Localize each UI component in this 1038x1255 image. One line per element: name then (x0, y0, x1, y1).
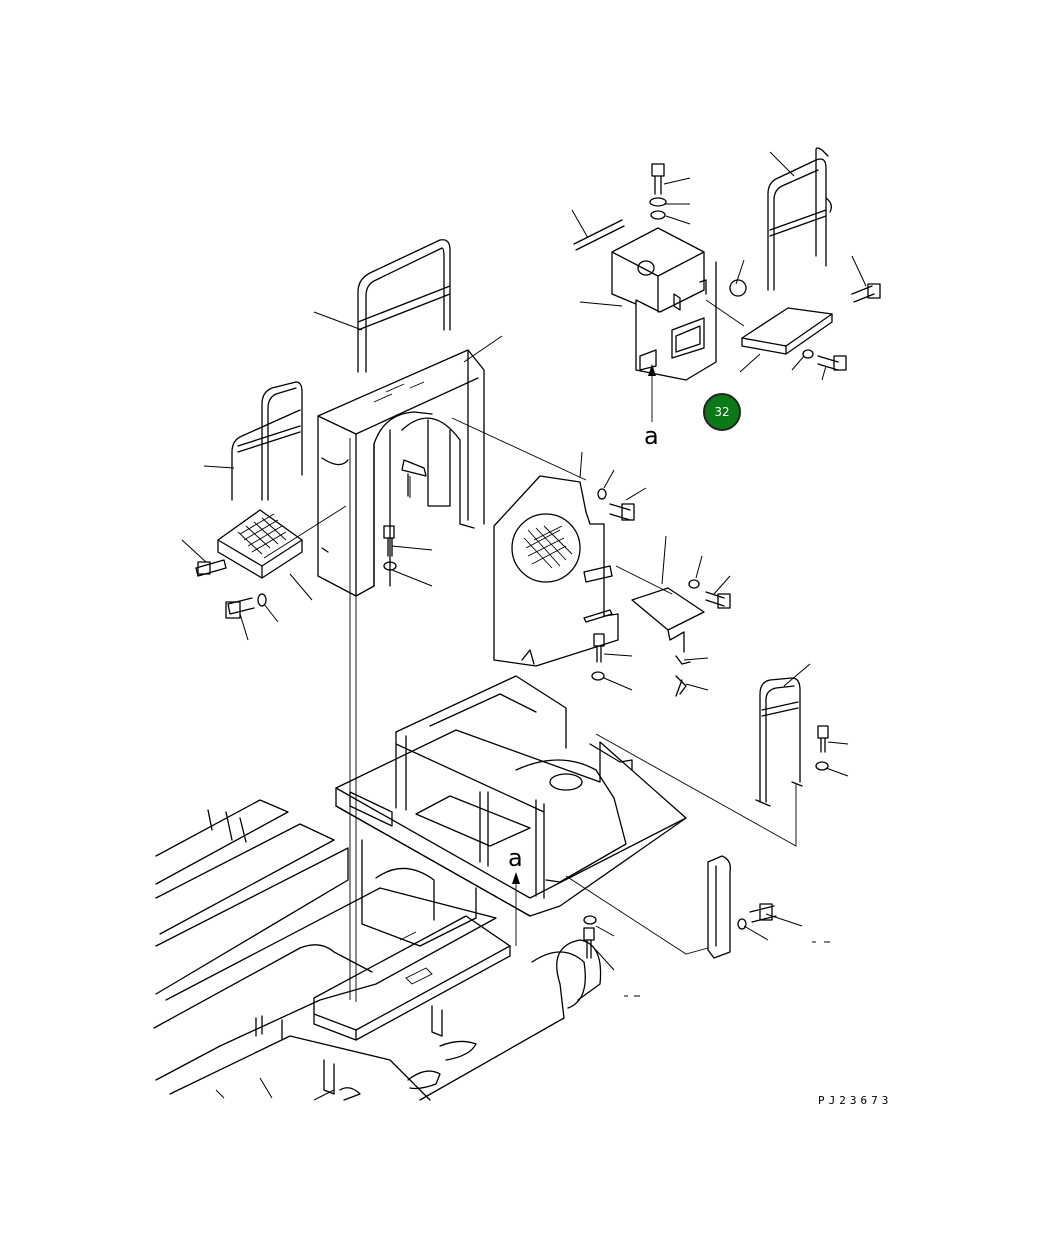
bolt-stack-top (649, 163, 667, 220)
bolts-left (195, 559, 267, 619)
bolts-frame (583, 915, 597, 959)
tall-handrail (357, 239, 451, 373)
main-frame (335, 675, 687, 917)
assembly-guide-lines (263, 299, 797, 1002)
small-handrail-left (231, 381, 303, 501)
cover-box-top (573, 219, 747, 381)
drawing-code: PJ23673 (818, 1094, 893, 1107)
view-arrows (512, 364, 656, 884)
bracket-right (707, 855, 777, 959)
step-plate-mid (591, 579, 731, 697)
handrail-top-right (767, 147, 832, 291)
small-handrail-right (755, 677, 829, 807)
fan-guard-panel (493, 475, 619, 667)
step-plate-top-right (741, 283, 881, 371)
base-deck (153, 799, 602, 1101)
step-plate-left (217, 509, 303, 579)
bolts-center (383, 525, 397, 571)
center-frame-panel (317, 349, 485, 597)
view-label-a-bottom: a (508, 844, 523, 872)
callout-badge[interactable]: 32 (703, 393, 741, 431)
leader-lines (181, 151, 867, 1101)
bolts-fan-panel (597, 488, 635, 521)
view-label-a-top: a (644, 422, 659, 450)
